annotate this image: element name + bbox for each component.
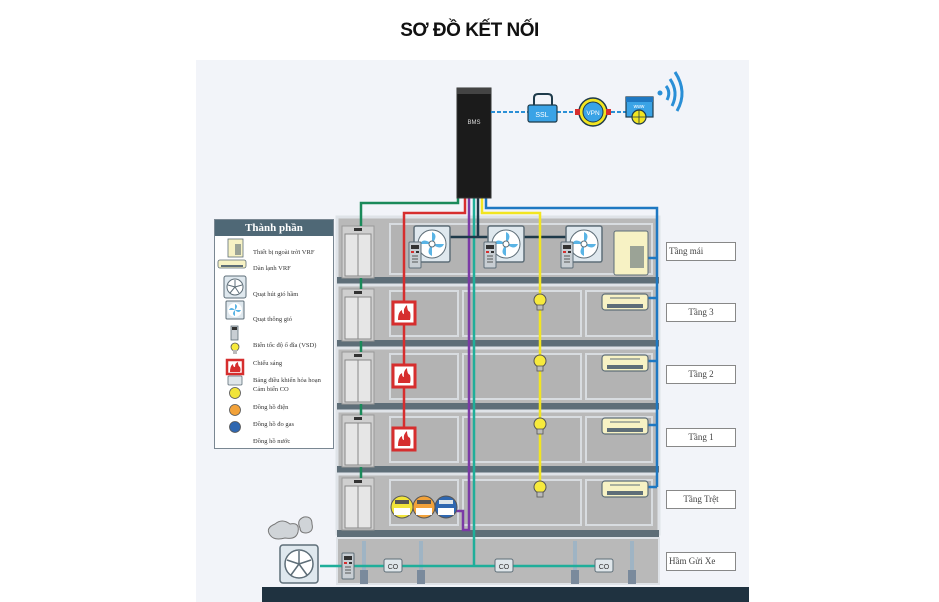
bms-controller[interactable]: BMS [456, 87, 492, 199]
elevator-icon [341, 414, 375, 468]
co-sensor-label: CO [499, 564, 510, 571]
elevator-icon [341, 351, 375, 405]
fire-panel-icon [225, 358, 245, 376]
gas-meter-icon [412, 495, 436, 519]
legend-title: Thành phần [215, 220, 333, 236]
ventilation-fan-icon [225, 300, 245, 320]
co-sensor-label: CO [599, 564, 610, 571]
electric-meter-icon [229, 387, 241, 399]
vrf-indoor-unit-icon [601, 354, 649, 372]
legend-panel: Thành phần [214, 219, 334, 449]
water-meter-icon [229, 421, 241, 433]
co-sensor: CO [594, 558, 614, 573]
co-sensor-icon [227, 375, 243, 386]
legend-item-label: Quạt hút gió hầm [253, 291, 299, 298]
www-label: www [634, 104, 645, 110]
elevator-icon [341, 225, 375, 279]
vrf-outdoor-unit-icon [227, 238, 244, 258]
connection-wires [320, 198, 659, 568]
legend-item-label: Đồng hồ đo gas [253, 421, 294, 428]
vsd-icon [483, 241, 497, 269]
elevator-icon [341, 477, 375, 531]
floor-label-roof: Tầng mái [666, 242, 736, 261]
legend-item-label: Dàn lạnh VRF [253, 265, 291, 272]
legend-item-label: Chiếu sáng [253, 360, 283, 367]
legend-item-label: Đồng hồ điện [253, 404, 289, 411]
floor-label-1: Tầng 1 [666, 428, 736, 447]
bms-label: BMS [467, 120, 480, 126]
ssl-label: SSL [535, 112, 548, 119]
floor-label-ground: Tầng Trệt [666, 490, 736, 509]
basement-exhaust-fan-icon [223, 275, 247, 299]
legend-item-label: Quạt thông gió [253, 316, 292, 323]
ssl-lock-icon[interactable]: SSL [527, 93, 558, 123]
legend-icons [217, 238, 247, 433]
vrf-outdoor-unit-icon [613, 230, 649, 276]
light-bulb-icon [230, 342, 240, 354]
floor-label-basement: Hầm Gửi Xe [666, 552, 736, 571]
vpn-globe-icon[interactable]: VPN [575, 97, 611, 127]
exhaust-smoke-icon [267, 516, 313, 540]
water-meter-icon [434, 495, 458, 519]
ground-slab [262, 587, 749, 602]
legend-item-label: Đồng hồ nước [253, 438, 291, 445]
vsd-icon [341, 552, 355, 580]
fire-panel-icon [391, 363, 417, 389]
gas-meter-icon [229, 404, 241, 416]
electric-meter-icon [390, 495, 414, 519]
vsd-icon [408, 241, 422, 269]
basement-exhaust-fan-icon [279, 544, 319, 584]
vrf-indoor-unit-icon [601, 417, 649, 435]
vsd-icon [230, 325, 239, 341]
legend-item-label: Thiết bị ngoài trời VRF [253, 249, 315, 256]
legend-item-label: Bảng điều khiển hỏa hoạn [253, 377, 321, 384]
vrf-indoor-unit-icon [217, 259, 247, 269]
co-sensor: CO [383, 558, 403, 573]
building-floors [335, 223, 661, 585]
floor-label-2: Tầng 2 [666, 365, 736, 384]
vsd-icon [560, 241, 574, 269]
vrf-indoor-unit-icon [601, 293, 649, 311]
diagram-title: SƠ ĐỒ KẾT NỐI [400, 20, 539, 41]
legend-item-label: Biến tốc độ ổ đĩa (VSD) [253, 342, 317, 349]
vpn-label: VPN [586, 110, 600, 117]
floor-label-3: Tầng 3 [666, 303, 736, 322]
wifi-icon [657, 71, 684, 112]
legend-item-label: Cảm biến CO [253, 386, 289, 393]
web-globe-icon[interactable]: www [625, 96, 654, 125]
co-sensor: CO [494, 558, 514, 573]
fire-panel-icon [391, 426, 417, 452]
co-sensor-label: CO [388, 564, 399, 571]
fire-panel-icon [391, 300, 417, 326]
vrf-indoor-unit-icon [601, 480, 649, 498]
basement-pillars [360, 541, 636, 584]
elevator-icon [341, 288, 375, 342]
